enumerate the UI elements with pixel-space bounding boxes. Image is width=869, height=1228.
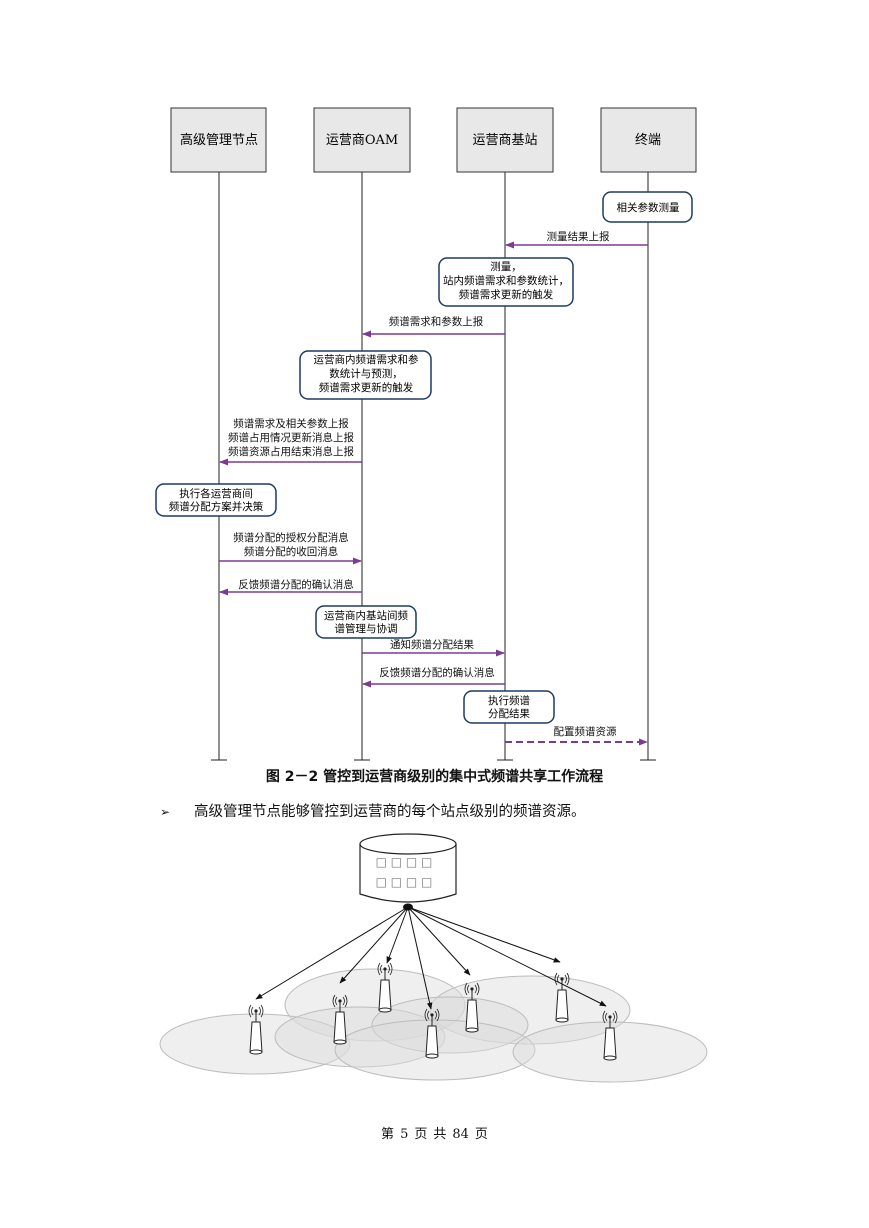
svg-text:运营商基站: 运营商基站 — [472, 133, 537, 148]
svg-text:分配结果: 分配结果 — [488, 707, 530, 720]
message-label: 反馈频谱分配的确认消息 — [238, 578, 354, 591]
svg-text:测量，: 测量， — [490, 260, 522, 273]
svg-text:终端: 终端 — [635, 132, 661, 148]
actor-node: 高级管理节点 — [170, 107, 267, 173]
bullet-item: ➢ 高级管理节点能够管控到运营商的每个站点级别的频谱资源。 — [160, 800, 586, 821]
svg-text:频谱需求更新的触发: 频谱需求更新的触发 — [459, 288, 554, 301]
message-label: 配置频谱资源 — [554, 725, 617, 738]
svg-text:执行各运营商间: 执行各运营商间 — [179, 487, 253, 500]
message-label: 频谱需求及相关参数上报 — [233, 417, 349, 430]
bullet-text: 高级管理节点能够管控到运营商的每个站点级别的频谱资源。 — [194, 804, 586, 820]
message-label: 反馈频谱分配的确认消息 — [379, 666, 495, 679]
process-box: 测量， 站内频谱需求和参数统计， 频谱需求更新的触发 — [438, 257, 574, 307]
process-box: 执行频谱 分配结果 — [463, 690, 555, 724]
message-label: 频谱分配的收回消息 — [244, 545, 339, 558]
server-database-icon: □ □ □ □ □ □ □ □ — [359, 833, 457, 911]
sequence-diagram: 高级管理节点 运营商OAM 运营商基站 终端 相关参数测量 测量， 站内频谱需求… — [155, 107, 697, 761]
svg-text:站内频谱需求和参数统计，: 站内频谱需求和参数统计， — [443, 274, 569, 287]
coverage-areas — [159, 968, 708, 1083]
process-box: 执行各运营商间 频谱分配方案并决策 — [155, 483, 277, 517]
network-diagram: □ □ □ □ □ □ □ □ — [159, 833, 708, 1083]
svg-text:执行频谱: 执行频谱 — [488, 694, 530, 707]
svg-text:高级管理节点: 高级管理节点 — [180, 132, 258, 148]
links — [255, 906, 607, 1010]
message-label: 频谱资源占用结束消息上报 — [228, 445, 354, 458]
svg-text:相关参数测量: 相关参数测量 — [617, 201, 680, 214]
actor-node: 运营商基站 — [456, 107, 554, 173]
svg-text:频谱分配方案并决策: 频谱分配方案并决策 — [169, 500, 264, 513]
message-label: 频谱需求和参数上报 — [389, 315, 484, 328]
message-label: 通知频谱分配结果 — [390, 638, 474, 651]
process-box: 相关参数测量 — [602, 191, 693, 223]
svg-text:运营商OAM: 运营商OAM — [326, 133, 398, 148]
bullet-arrow-icon: ➢ — [160, 805, 171, 819]
actor-node: 终端 — [600, 107, 697, 173]
message-label: 频谱占用情况更新消息上报 — [228, 431, 354, 444]
figure-caption: 图 2－2 管控到运营商级别的集中式频谱共享工作流程 — [265, 769, 604, 785]
process-box: 运营商内频谱需求和参 数统计与预测， 频谱需求更新的触发 — [299, 350, 432, 400]
svg-text:数统计与预测，: 数统计与预测， — [329, 367, 403, 380]
actor-node: 运营商OAM — [313, 107, 411, 173]
svg-text:运营商内基站间频: 运营商内基站间频 — [324, 609, 408, 622]
process-box: 运营商内基站间频 谱管理与协调 — [315, 605, 417, 639]
message-label: 测量结果上报 — [547, 230, 610, 243]
svg-text:运营商内频谱需求和参: 运营商内频谱需求和参 — [314, 353, 419, 366]
message-label: 频谱分配的授权分配消息 — [233, 531, 349, 544]
svg-text:频谱需求更新的触发: 频谱需求更新的触发 — [319, 381, 414, 394]
svg-text:□ □ □ □: □ □ □ □ — [376, 875, 433, 889]
svg-text:谱管理与协调: 谱管理与协调 — [335, 622, 398, 635]
svg-text:□ □ □ □: □ □ □ □ — [376, 855, 433, 869]
